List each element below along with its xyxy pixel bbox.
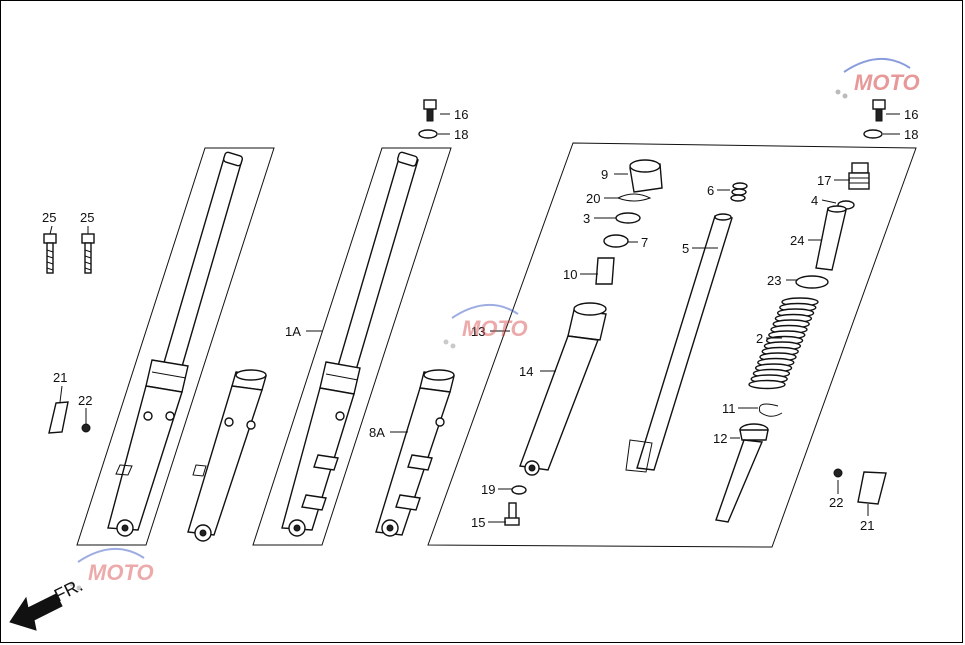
callout-14: 14 <box>519 364 533 379</box>
callout-5: 5 <box>682 241 689 256</box>
callout-7: 7 <box>641 235 648 250</box>
assembly-1A-group-box <box>252 147 452 546</box>
callout-17: 17 <box>817 173 831 188</box>
washer-19 <box>511 485 527 495</box>
bushing-7 <box>603 234 629 248</box>
reflector-21-right <box>857 471 887 505</box>
washer-3 <box>615 212 641 224</box>
callout-18-left: 18 <box>454 127 468 142</box>
svg-text:MOTO: MOTO <box>462 316 528 341</box>
callout-9: 9 <box>601 167 608 182</box>
spring-6 <box>730 182 748 202</box>
washer-18-top-right <box>863 129 883 139</box>
cap-bolt-17 <box>848 162 870 190</box>
fork-spring-2 <box>748 297 819 390</box>
callout-16-right: 16 <box>904 107 918 122</box>
lower-slider-8A <box>375 369 455 537</box>
leader-lines <box>49 113 900 523</box>
left-fork-assembly <box>107 151 244 537</box>
bolt-25-left <box>43 233 57 274</box>
oil-seal-9 <box>629 159 663 193</box>
bolt-16-top-left <box>423 99 437 122</box>
reflector-21-left <box>48 401 69 434</box>
callout-21-left: 21 <box>53 370 67 385</box>
callout-19: 19 <box>481 482 495 497</box>
spacer-24 <box>815 205 847 271</box>
bolt-25-right <box>81 233 95 274</box>
callout-1A: 1A <box>285 324 301 339</box>
outer-tube-14 <box>519 302 607 476</box>
inner-tube-5 <box>625 213 733 473</box>
dust-cover-10 <box>595 257 615 285</box>
bolt-15 <box>504 502 520 526</box>
damper-rod-12 <box>715 423 769 523</box>
callout-12: 12 <box>713 431 727 446</box>
callout-4: 4 <box>811 193 818 208</box>
callout-2: 2 <box>756 331 763 346</box>
callout-22-left: 22 <box>78 393 92 408</box>
clip-20 <box>617 193 652 202</box>
bolt-16-top-right <box>872 99 886 122</box>
callout-15: 15 <box>471 515 485 530</box>
callout-21-right: 21 <box>860 518 874 533</box>
watermark-logo-bottom-left: MOTO <box>69 547 154 591</box>
callout-10: 10 <box>563 267 577 282</box>
callout-20: 20 <box>586 191 600 206</box>
callout-25-right: 25 <box>80 210 94 225</box>
callout-22-right: 22 <box>829 495 843 510</box>
svg-text:MOTO: MOTO <box>854 70 920 95</box>
watermark-logo-center: MOTO <box>443 303 528 349</box>
washer-18-top-left <box>418 129 438 139</box>
callout-16-left: 16 <box>454 107 468 122</box>
callout-18-right: 18 <box>904 127 918 142</box>
assembly-13-group-box <box>427 142 917 548</box>
spring-coil <box>748 379 786 390</box>
left-lower-slider <box>187 369 267 542</box>
left-fork-group-box <box>76 147 275 546</box>
watermark-logo-top-right: MOTO <box>835 57 920 99</box>
nut-22-right <box>833 468 843 478</box>
callout-25-left: 25 <box>42 210 56 225</box>
callout-13: 13 <box>471 324 485 339</box>
fork-assembly-1A <box>281 151 419 537</box>
callout-6: 6 <box>707 183 714 198</box>
front-direction-arrow: FR. <box>9 575 86 631</box>
callout-3: 3 <box>583 211 590 226</box>
callout-11: 11 <box>722 401 736 416</box>
svg-text:MOTO: MOTO <box>88 560 154 585</box>
callout-24: 24 <box>790 233 804 248</box>
callout-8A: 8A <box>369 425 385 440</box>
washer-23 <box>795 275 829 289</box>
nut-22-left <box>81 423 91 433</box>
callout-23: 23 <box>767 273 781 288</box>
circlip-11 <box>758 403 783 417</box>
